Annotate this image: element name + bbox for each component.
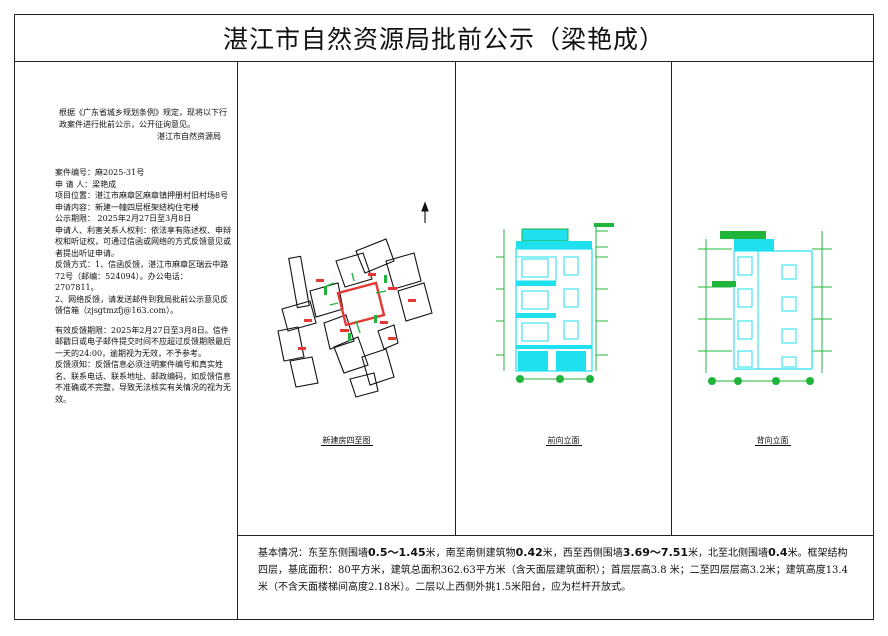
summary-part-4: 米，北至北侧围墙 bbox=[688, 548, 769, 559]
site-plan-drawing bbox=[277, 201, 433, 398]
back-elevation-panel: 背向立面 bbox=[672, 61, 873, 535]
front-elevation-caption: 前向立面 bbox=[545, 436, 582, 446]
applicant: 申 请 人：梁艳成 bbox=[55, 179, 117, 189]
site-plan-panel: 新建房四至图 bbox=[238, 61, 456, 535]
summary-part-3: 米，西至西侧围墙 bbox=[542, 548, 623, 559]
application-content: 申请内容：新建一幢四层框架结构住宅楼 bbox=[55, 202, 199, 212]
notice-frame: 湛江市自然资源局批前公示（梁艳成） 根据《广东省城乡规划条例》规定，现将以下行政… bbox=[14, 14, 874, 620]
north-distance: 0.4 bbox=[768, 546, 788, 559]
publicity-period: 公示期限： 2025年2月27日至3月8日 bbox=[55, 214, 192, 223]
west-distance: 3.69～7.51 bbox=[622, 546, 689, 559]
subject-building bbox=[336, 281, 386, 327]
back-elevation-drawing bbox=[698, 231, 832, 385]
feedback-mail: 反馈方式：1、信函反馈，湛江市麻章区瑞云中路72号（邮编：524094）。办公电… bbox=[55, 260, 229, 292]
page-title: 湛江市自然资源局批前公示（梁艳成） bbox=[222, 25, 665, 54]
site-plan-caption: 新建房四至图 bbox=[320, 436, 373, 446]
front-elevation-drawing bbox=[496, 223, 614, 383]
south-distance: 0.42 bbox=[515, 546, 543, 559]
project-location: 项目位置：湛江市麻章区麻章镇押册村旧村场8号 bbox=[55, 191, 229, 200]
notice-intro: 根据《广东省城乡规划条例》规定，现将以下行政案件进行批前公示，公开征询意见。 湛… bbox=[59, 107, 229, 143]
case-info: 案件编号：麻2025-31号 申 请 人：梁艳成 项目位置：湛江市麻章区麻章镇押… bbox=[55, 167, 231, 405]
intro-text: 根据《广东省城乡规划条例》规定，现将以下行政案件进行批前公示，公开征询意见。 bbox=[59, 108, 227, 129]
feedback-email: 2、网络反馈，请发送邮件到我局批前公示意见反馈信箱（zjsgtmzfj@163.… bbox=[55, 294, 229, 316]
summary-part-1: 基本情况：东至东侧围墙 bbox=[258, 548, 368, 559]
summary-part-2: 米，南至南侧建筑物 bbox=[425, 548, 516, 559]
title-bar: 湛江市自然资源局批前公示（梁艳成） bbox=[15, 15, 873, 62]
front-elevation-panel: 前向立面 bbox=[456, 61, 672, 535]
basic-info: 基本情况：东至东侧围墙0.5～1.45米，南至南侧建筑物0.42米，西至西侧围墙… bbox=[238, 535, 873, 619]
case-number: 案件编号：麻2025-31号 bbox=[55, 168, 145, 177]
east-distance: 0.5～1.45 bbox=[368, 546, 426, 559]
back-elevation-caption: 背向立面 bbox=[754, 436, 791, 446]
feedback-notes: 反馈须知：反馈信息必须注明案件编号和真实姓名、联系电话、联系地址、邮政编码，如反… bbox=[55, 360, 231, 404]
notice-column bbox=[15, 61, 238, 619]
summary-part-5: 米。框架结构四层，基底面积：80平方米，建筑总面积362.63平方米（含天面层建… bbox=[258, 548, 848, 593]
feedback-validity: 有效反馈期限：2025年2月27日至3月8日。信件邮戳日或电子邮件提交时间不应超… bbox=[55, 325, 231, 358]
rights-text: 申请人、利害关系人权利：依法享有陈述权、申辩权和听证权，可通过信函或网络的方式反… bbox=[55, 225, 231, 258]
issuer-signature: 湛江市自然资源局 bbox=[157, 132, 221, 141]
